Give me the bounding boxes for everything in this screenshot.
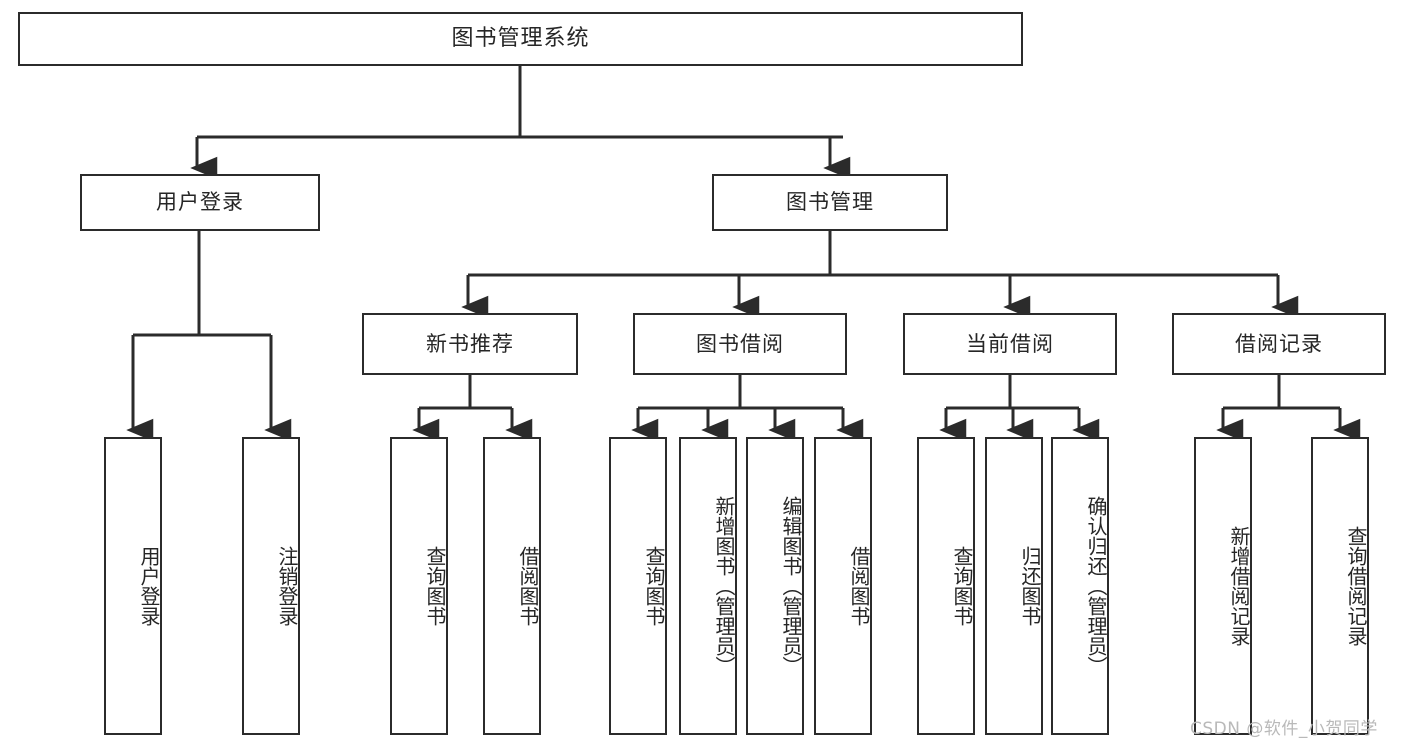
node-label: 查询图书 (950, 546, 974, 626)
leaf-newbook-borrow-books[interactable]: 借阅图书 (483, 437, 541, 735)
leaf-currentborrow-confirm-return-admin[interactable]: 确认归还（管理员） (1051, 437, 1109, 735)
node-book-management[interactable]: 图书管理 (712, 174, 948, 231)
leaf-borrowrecord-add-record[interactable]: 新增借阅记录 (1194, 437, 1252, 735)
node-label: 借阅图书 (516, 546, 540, 626)
node-current-borrowing[interactable]: 当前借阅 (903, 313, 1117, 375)
leaf-logout-login[interactable]: 注销登录 (242, 437, 300, 735)
node-label: 新增借阅记录 (1227, 526, 1251, 646)
node-borrowing-record[interactable]: 借阅记录 (1172, 313, 1386, 375)
node-label: 归还图书 (1018, 546, 1042, 626)
node-label: 注销登录 (275, 546, 299, 626)
leaf-currentborrow-return-books[interactable]: 归还图书 (985, 437, 1043, 735)
node-label: 查询借阅记录 (1344, 526, 1368, 646)
node-label: 新书推荐 (426, 331, 514, 356)
csdn-watermark: CSDN @软件_小贺同学 (1190, 719, 1378, 739)
leaf-bookborrow-edit-book-admin[interactable]: 编辑图书（管理员） (746, 437, 804, 735)
node-label: 图书管理系统 (451, 26, 590, 52)
node-label: 编辑图书（管理员） (779, 496, 803, 676)
node-label: 用户登录 (137, 546, 161, 626)
node-label: 查询图书 (642, 546, 666, 626)
node-label: 借阅图书 (847, 546, 871, 626)
node-label: 图书借阅 (696, 331, 784, 356)
node-root-book-management-system[interactable]: 图书管理系统 (18, 12, 1023, 66)
leaf-newbook-query-books[interactable]: 查询图书 (390, 437, 448, 735)
node-label: 确认归还（管理员） (1084, 496, 1108, 676)
leaf-currentborrow-query-books[interactable]: 查询图书 (917, 437, 975, 735)
node-label: 图书管理 (786, 190, 874, 215)
node-book-borrowing[interactable]: 图书借阅 (633, 313, 847, 375)
leaf-borrowrecord-query-record[interactable]: 查询借阅记录 (1311, 437, 1369, 735)
leaf-user-login[interactable]: 用户登录 (104, 437, 162, 735)
node-new-book-recommendation[interactable]: 新书推荐 (362, 313, 578, 375)
node-label: 借阅记录 (1235, 331, 1323, 356)
node-label: 当前借阅 (966, 331, 1054, 356)
node-label: 新增图书（管理员） (712, 496, 736, 676)
node-label: 用户登录 (156, 190, 244, 215)
leaf-bookborrow-query-books[interactable]: 查询图书 (609, 437, 667, 735)
leaf-bookborrow-add-book-admin[interactable]: 新增图书（管理员） (679, 437, 737, 735)
leaf-bookborrow-borrow-books[interactable]: 借阅图书 (814, 437, 872, 735)
node-label: 查询图书 (423, 546, 447, 626)
node-user-login[interactable]: 用户登录 (80, 174, 320, 231)
